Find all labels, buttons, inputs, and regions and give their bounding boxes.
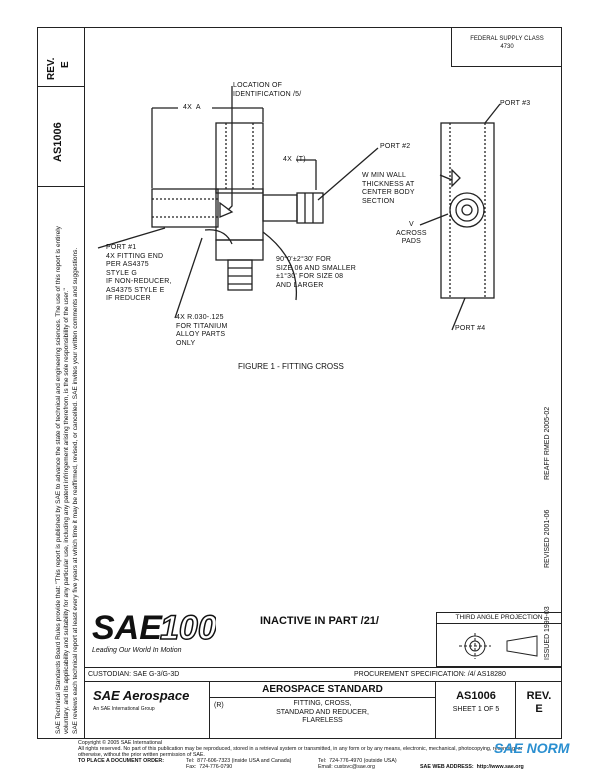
label-port3: PORT #3 — [500, 100, 531, 107]
label-4x-a: 4X A — [183, 104, 201, 111]
sae-aerospace-brand: SAE Aerospace — [93, 688, 189, 703]
footer-email: Email: custsvc@sae.org — [318, 764, 375, 770]
fsc-label: FEDERAL SUPPLY CLASS — [470, 36, 544, 42]
label-angle-note: 90°0'±2°30' FOR SIZE 06 AND SMALLER ±1°3… — [276, 256, 357, 289]
sae-logo-hundred: 100 — [160, 609, 216, 646]
footer-tel-outside: Tel: 724-776-4970 (outside USA) — [318, 758, 397, 764]
custodian: CUSTODIAN: SAE G-3/G-3D — [88, 671, 180, 678]
footer-web: SAE WEB ADDRESS: http://www.sae.org — [420, 764, 524, 770]
left-rev-box — [37, 27, 85, 87]
side-note-3: SAE reviews each technical report at lea… — [72, 247, 79, 734]
left-doc-number: AS1006 — [52, 122, 64, 162]
left-rev-label: REV. — [46, 57, 57, 80]
label-v-across: V ACROSS PADS — [396, 221, 427, 245]
title-cell — [210, 682, 436, 739]
history-reaffirmed: REAFF RMED 2005-02 — [544, 406, 551, 480]
brand-sub: An SAE International Group — [93, 706, 155, 712]
label-radius-note: 4X R.030-.125 FOR TITANIUM ALLOY PARTS O… — [176, 314, 228, 347]
sae-norm-watermark: SAE NORM — [494, 740, 570, 756]
footer-fax: Fax: 724-776-0790 — [186, 764, 233, 770]
footer-order-label: TO PLACE A DOCUMENT ORDER: — [78, 758, 165, 764]
history-revised: REVISED 2001-06 — [544, 509, 551, 568]
r-mark: (R) — [214, 702, 224, 709]
title-rev: REV. E — [516, 690, 562, 716]
docno-cell — [436, 682, 516, 739]
federal-supply-class-box: FEDERAL SUPPLY CLASS 4730 — [451, 27, 562, 67]
fitting-cross-drawing — [97, 86, 501, 331]
label-4x-t: 4X (T) — [283, 156, 306, 163]
left-rev-value: E — [60, 61, 71, 68]
side-view-body — [440, 122, 495, 299]
label-location-id: LOCATION OF IDENTIFICATION /5/ — [233, 82, 302, 98]
sheet-number: SHEET 1 OF 5 — [452, 706, 500, 713]
title-doc-number: AS1006 — [456, 690, 496, 702]
footer-rights-2: otherwise, without the prior written per… — [78, 752, 205, 758]
side-note-2: voluntary, and its applicability and sui… — [63, 288, 70, 734]
figure-caption: FIGURE 1 - FITTING CROSS — [238, 362, 344, 371]
label-w-min: W MIN WALL THICKNESS AT CENTER BODY SECT… — [362, 172, 415, 205]
third-angle-projection-box: THIRD ANGLE PROJECTION — [436, 612, 562, 667]
title-rev-label: REV. — [526, 690, 552, 702]
label-port4: PORT #4 — [455, 325, 486, 332]
top-arm — [215, 122, 264, 194]
third-angle-label: THIRD ANGLE PROJECTION — [437, 614, 561, 624]
brand-text: SAE Aerospace — [93, 688, 190, 703]
sae-logo-text: SAE — [92, 609, 163, 646]
left-arm — [151, 188, 219, 228]
label-port2: PORT #2 — [380, 143, 411, 150]
footer-copyright: Copyright © 2005 SAE International — [78, 740, 162, 746]
inactive-notice: INACTIVE IN PART /21/ — [260, 615, 379, 627]
sae-100-logo: SAE 100 — [92, 608, 216, 646]
sae-tagline: Leading Our World In Motion — [92, 647, 182, 654]
procurement-spec: PROCUREMENT SPECIFICATION: /4/ AS18280 — [354, 671, 506, 678]
footer-tel-inside: Tel: 877-606-7323 (inside USA and Canada… — [186, 758, 292, 764]
document-title: FITTING, CROSS, STANDARD AND REDUCER, FL… — [276, 700, 369, 724]
center-body — [215, 188, 264, 241]
aerospace-standard-label: AEROSPACE STANDARD — [210, 684, 435, 698]
left-docno-box — [37, 87, 85, 187]
title-rev-value: E — [535, 703, 543, 715]
left-column — [37, 27, 85, 739]
footer-rights: All rights reserved. No part of this pub… — [78, 746, 523, 752]
label-port1: PORT #1 4X FITTING END PER AS4375 STYLE … — [106, 244, 172, 302]
drawing-frame — [37, 27, 562, 739]
custodian-row — [85, 667, 562, 682]
fsc-value: 4730 — [500, 44, 514, 50]
side-note-1: SAE Technical Standards Board Rules prov… — [55, 226, 62, 734]
brand-cell — [85, 682, 210, 739]
projection-symbol-icon — [459, 633, 538, 659]
